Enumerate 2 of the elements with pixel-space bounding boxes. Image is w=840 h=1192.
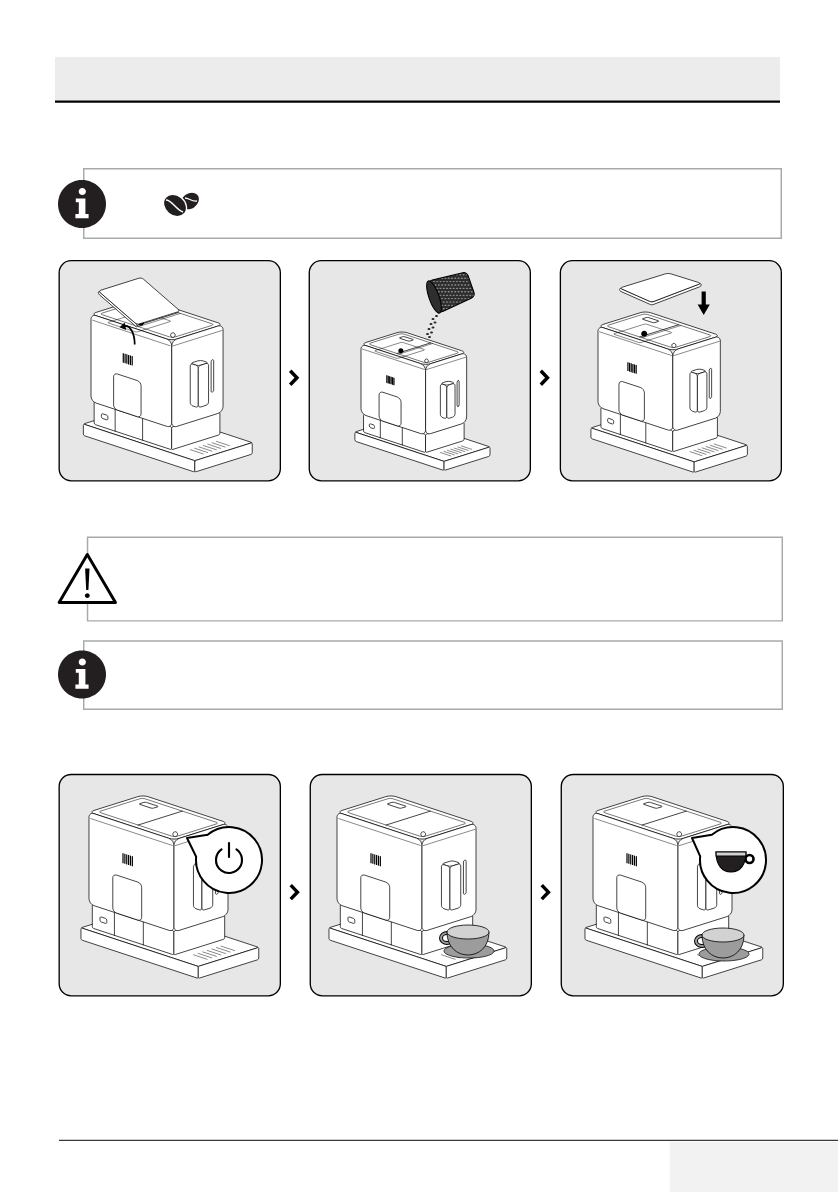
note-box [83, 168, 782, 239]
note-box [83, 640, 783, 710]
